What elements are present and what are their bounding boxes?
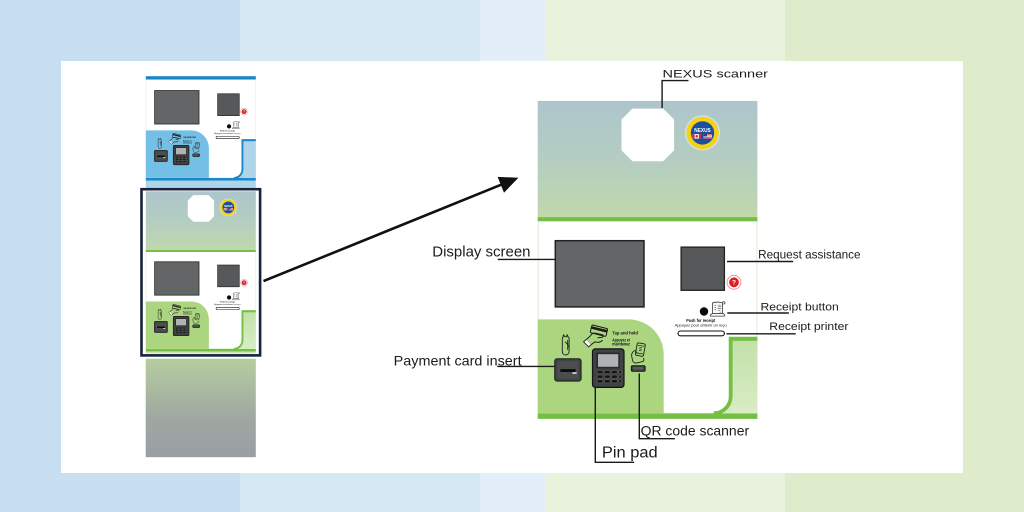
svg-text:Receipt button: Receipt button [761,302,839,314]
svg-text:Payment card insert: Payment card insert [394,352,522,368]
svg-text:Display screen: Display screen [432,243,530,260]
svg-text:Pin pad: Pin pad [602,445,658,462]
svg-text:Request assistance: Request assistance [758,248,861,262]
svg-text:NEXUS scanner: NEXUS scanner [663,69,769,81]
svg-text:QR code scanner: QR code scanner [641,422,750,438]
svg-text:Receipt printer: Receipt printer [769,321,848,333]
